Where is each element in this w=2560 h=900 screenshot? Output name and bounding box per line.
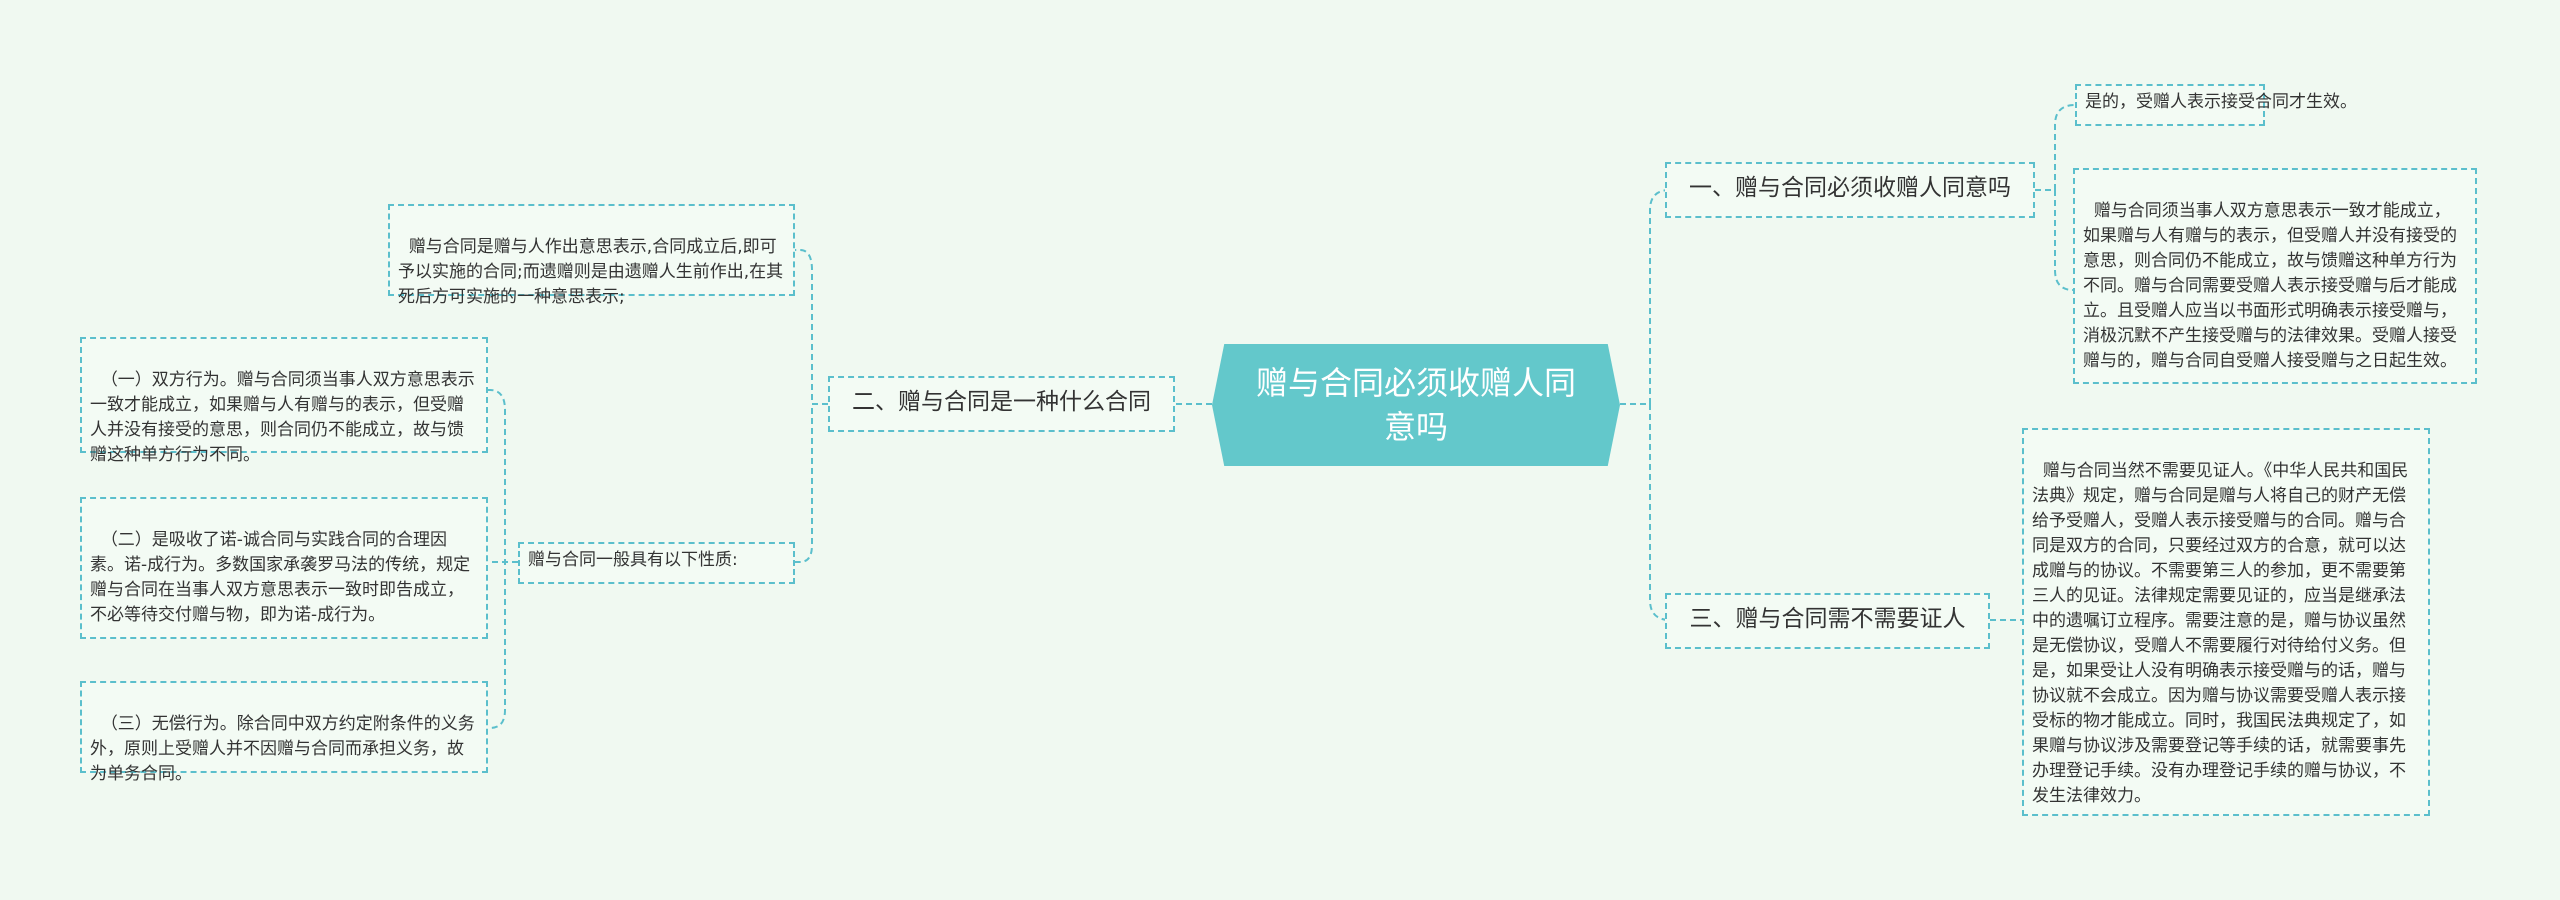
branch-2-definition-text: 赠与合同是赠与人作出意思表示,合同成立后,即可予以实施的合同;而遗赠则是由遗赠人… bbox=[398, 237, 784, 307]
link-props-p3 bbox=[488, 561, 518, 729]
branch-3-label: 三、赠与合同需不需要证人 bbox=[1689, 606, 1966, 632]
link-props-p1 bbox=[488, 389, 518, 563]
branch-2-prop-2[interactable]: （二）是吸收了诺-诚合同与实践合同的合理因素。诺-成行为。多数国家承袭罗马法的传… bbox=[80, 497, 488, 639]
branch-2[interactable]: 二、赠与合同是一种什么合同 bbox=[828, 376, 1175, 432]
branch-1-child-2[interactable]: 赠与合同须当事人双方意思表示一致才能成立，如果赠与人有赠与的表示，但受赠人并没有… bbox=[2073, 168, 2477, 384]
branch-2-prop-3[interactable]: （三）无偿行为。除合同中双方约定附条件的义务外，原则上受赠人并不因赠与合同而承担… bbox=[80, 681, 488, 784]
root-title: 赠与合同必须收赠人同意吗 bbox=[1255, 364, 1576, 446]
branch-2-prop-3-text: （三）无偿行为。除合同中双方约定附条件的义务外，原则上受赠人并不因赠与合同而承担… bbox=[90, 714, 475, 784]
branch-2-props-label-text: 赠与合同一般具有以下性质: bbox=[528, 550, 738, 570]
branch-1-child-1-text: 是的，受赠人表示接受合同才生效。 bbox=[2085, 92, 2357, 112]
branch-1-child-2-text: 赠与合同须当事人双方意思表示一致才能成立，如果赠与人有赠与的表示，但受赠人并没有… bbox=[2083, 201, 2457, 371]
root-topic[interactable]: 赠与合同必须收赠人同意吗 bbox=[1212, 344, 1620, 466]
branch-2-prop-1[interactable]: （一）双方行为。赠与合同须当事人双方意思表示一致才能成立，如果赠与人有赠与的表示… bbox=[80, 337, 488, 465]
branch-2-label: 二、赠与合同是一种什么合同 bbox=[852, 389, 1151, 415]
branch-3[interactable]: 三、赠与合同需不需要证人 bbox=[1665, 593, 1990, 649]
branch-2-definition[interactable]: 赠与合同是赠与人作出意思表示,合同成立后,即可予以实施的合同;而遗赠则是由遗赠人… bbox=[388, 204, 795, 307]
branch-3-child-1-text: 赠与合同当然不需要见证人。《中华人民共和国民法典》规定，赠与合同是赠与人将自己的… bbox=[2032, 461, 2409, 806]
link-root-b3 bbox=[1620, 403, 1671, 621]
branch-2-prop-1-text: （一）双方行为。赠与合同须当事人双方意思表示一致才能成立，如果赠与人有赠与的表示… bbox=[90, 370, 475, 465]
branch-1[interactable]: 一、赠与合同必须收赠人同意吗 bbox=[1665, 162, 2035, 218]
link-b1-c2 bbox=[2035, 189, 2074, 291]
link-b2-props bbox=[795, 403, 828, 563]
branch-3-child-1[interactable]: 赠与合同当然不需要见证人。《中华人民共和国民法典》规定，赠与合同是赠与人将自己的… bbox=[2022, 428, 2430, 816]
branch-1-child-1[interactable]: 是的，受赠人表示接受合同才生效。 bbox=[2075, 84, 2357, 126]
branch-2-prop-2-text: （二）是吸收了诺-诚合同与实践合同的合理因素。诺-成行为。多数国家承袭罗马法的传… bbox=[90, 530, 471, 625]
branch-1-label: 一、赠与合同必须收赠人同意吗 bbox=[1689, 175, 2011, 201]
link-b2-def bbox=[795, 249, 828, 405]
link-root-b1 bbox=[1620, 189, 1671, 405]
branch-2-props-label[interactable]: 赠与合同一般具有以下性质: bbox=[518, 542, 795, 584]
link-b1-c1 bbox=[2035, 104, 2076, 191]
